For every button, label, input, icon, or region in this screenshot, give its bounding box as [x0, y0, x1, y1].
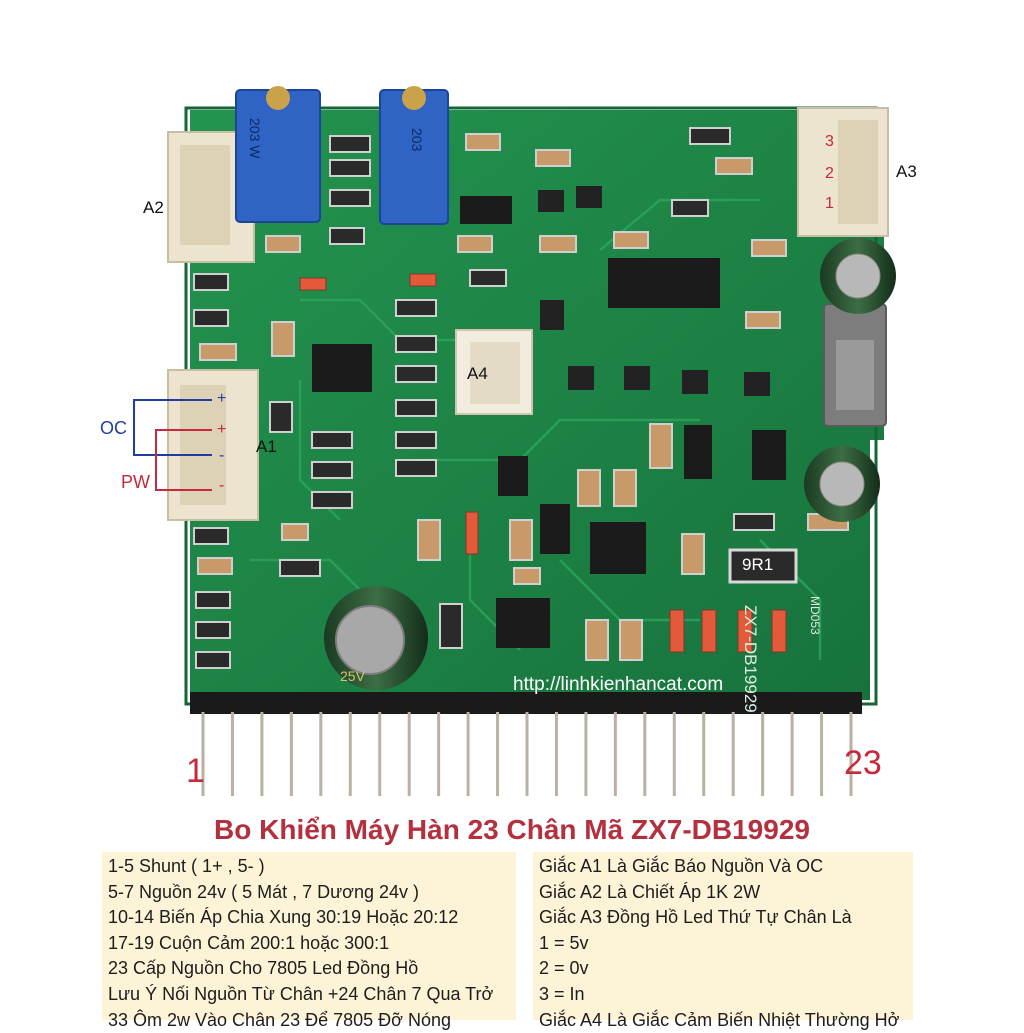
ic-chips — [312, 196, 786, 648]
transistors — [538, 186, 770, 396]
voltage-regulator — [823, 303, 887, 427]
a1-pin-minus-red: - — [219, 477, 225, 494]
diodes — [299, 273, 787, 653]
silk-model: ZX7-DB19929 — [741, 605, 760, 713]
note-line: 33 Ôm 2w Vào Chân 23 Để 7805 Đỡ Nóng — [108, 1009, 452, 1030]
note-line: 10-14 Biến Áp Chia Xung 30:19 Hoặc 20:12 — [108, 907, 459, 928]
a4-label: A4 — [467, 364, 488, 383]
notes-right: Giắc A1 Là Giắc Báo Nguồn Và OC Giắc A2 … — [533, 852, 913, 1030]
power-resistor — [728, 548, 798, 584]
pin-header — [190, 692, 862, 714]
note-line: 2 = 0v — [539, 958, 589, 979]
pin-1-label: 1 — [186, 752, 205, 790]
pw-bracket — [155, 429, 212, 491]
note-line: Giắc A2 Là Chiết Áp 1K 2W — [539, 881, 761, 902]
a1-pin-plus-red: + — [217, 421, 227, 438]
electrolytic-capacitors — [324, 238, 896, 690]
connector-a4 — [455, 329, 533, 415]
pot1-marking: 203 W — [247, 118, 263, 159]
pot2-marking: 203 — [409, 128, 425, 152]
pw-label: PW — [121, 472, 150, 492]
note-line: 3 = In — [539, 983, 585, 1004]
note-line: Lưu Ý Nối Nguồn Từ Chân +24 Chân 7 Qua T… — [108, 983, 494, 1004]
notes-left: 1-5 Shunt ( 1+ , 5- ) 5-7 Nguồn 24v ( 5 … — [102, 852, 516, 1030]
potentiometer-2 — [379, 86, 449, 225]
page-title: Bo Khiển Máy Hàn 23 Chân Mã ZX7-DB19929 — [214, 814, 810, 845]
note-line: Giắc A4 Là Giắc Cảm Biến Nhiệt Thường Hở — [539, 1009, 900, 1030]
a3-pin-2: 2 — [825, 165, 834, 182]
smd-components — [193, 127, 849, 669]
note-line: 1-5 Shunt ( 1+ , 5- ) — [108, 856, 265, 876]
note-line: 5-7 Nguồn 24v ( 5 Mát , 7 Dương 24v ) — [108, 881, 420, 902]
note-line: 17-19 Cuộn Cảm 200:1 hoặc 300:1 — [108, 932, 390, 953]
connector-a3 — [797, 107, 889, 237]
a3-pin-3: 3 — [825, 133, 834, 150]
pcb-photo — [133, 86, 896, 796]
a1-pin-plus-blue: + — [217, 390, 227, 407]
pin-23-label: 23 — [844, 744, 882, 782]
header-pins — [201, 712, 853, 796]
note-line: 1 = 5v — [539, 932, 589, 953]
a1-pin-minus-blue: - — [219, 447, 225, 464]
a1-label: A1 — [256, 437, 277, 456]
resistor-9r1: 9R1 — [742, 555, 774, 574]
connector-a1 — [167, 369, 259, 521]
capacitor-marking: 25V — [340, 668, 365, 684]
a3-label: A3 — [896, 162, 917, 181]
note-line: Giắc A1 Là Giắc Báo Nguồn Và OC — [539, 856, 824, 876]
a3-pin-1: 1 — [825, 195, 834, 212]
website-url: http://linhkienhancat.com — [513, 674, 724, 695]
potentiometer-1 — [235, 86, 321, 223]
oc-label: OC — [100, 418, 127, 438]
note-line: Giắc A3 Đồng Hồ Led Thứ Tự Chân Là — [539, 907, 852, 928]
silk-code: MD053 — [808, 596, 822, 635]
oc-bracket — [133, 399, 212, 456]
a2-label: A2 — [143, 198, 164, 217]
note-line: 23 Cấp Nguồn Cho 7805 Led Đồng Hồ — [108, 958, 419, 979]
